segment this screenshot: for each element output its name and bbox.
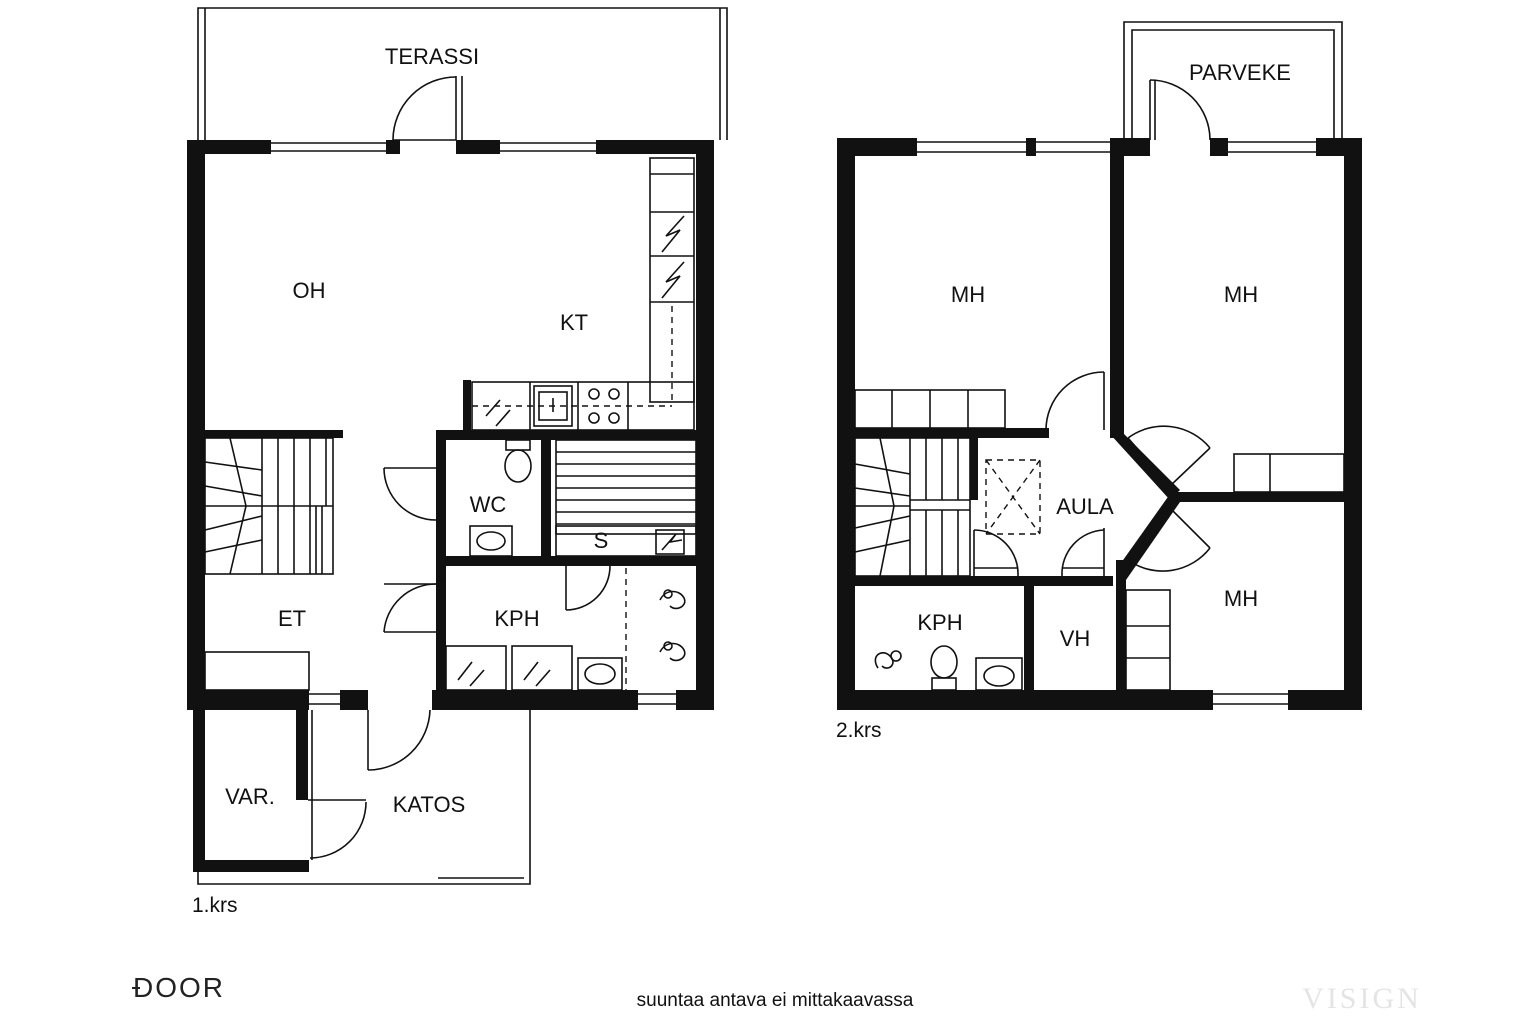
sauna-label: S — [594, 528, 609, 553]
window — [500, 142, 596, 152]
shower-icon — [659, 641, 686, 662]
floor-2-plan: PARVEKE MH MH MH AULA KPH VH 2.krs — [836, 21, 1362, 742]
closet-label: VH — [1060, 626, 1091, 651]
window — [309, 693, 340, 705]
kitchen-label: KT — [560, 310, 588, 335]
wardrobe — [854, 389, 1006, 429]
bedroom-door — [1127, 507, 1211, 572]
terrace-door — [392, 76, 463, 141]
kitchen-counter — [463, 380, 695, 432]
main-entry-door — [367, 709, 431, 771]
balcony-outline — [1123, 21, 1343, 140]
bathroom-entry-door — [383, 579, 446, 633]
canopy-label: KATOS — [393, 792, 466, 817]
washbasin-icon — [469, 525, 513, 557]
bedroom-door — [1127, 425, 1211, 487]
sauna-stove-icon — [655, 529, 685, 555]
sauna-bench — [555, 439, 697, 557]
window — [1213, 693, 1288, 705]
washbasin-icon — [975, 657, 1023, 691]
bathroom-door — [565, 565, 611, 611]
bathroom-label: KPH — [917, 610, 962, 635]
storage-door — [308, 799, 367, 859]
bedroom-lower-label: MH — [1224, 586, 1258, 611]
balcony-door — [1149, 79, 1211, 141]
dishwasher-icon — [485, 399, 511, 427]
toilet-icon — [930, 645, 958, 691]
bedroom-right-label: MH — [1224, 282, 1258, 307]
balcony-label: PARVEKE — [1189, 60, 1291, 85]
stove-icon — [588, 388, 620, 424]
washing-machine-icon — [445, 645, 573, 691]
closet-door — [1061, 528, 1105, 577]
sink-icon — [533, 385, 573, 427]
entrance-label: ET — [278, 606, 306, 631]
wc-door — [383, 467, 437, 521]
shower-icon — [659, 589, 686, 610]
watermark: VISIGN — [1302, 982, 1422, 1015]
bedroom-left-label: MH — [951, 282, 985, 307]
staircase — [854, 437, 971, 577]
floor-1-title: 1.krs — [192, 894, 238, 917]
window — [1036, 141, 1110, 153]
window — [271, 142, 386, 152]
attic-hatch-icon — [985, 459, 1041, 535]
bathroom-label: KPH — [494, 606, 539, 631]
hall-label: AULA — [1056, 494, 1114, 519]
bathroom-door — [973, 529, 1019, 577]
floor-1-plan: TERASSI OH KT ET WC S KPH VAR. KATOS 1.k… — [187, 7, 728, 917]
bedroom-door — [1045, 371, 1105, 431]
window — [917, 141, 1026, 153]
closet — [204, 651, 310, 691]
window — [1228, 141, 1316, 153]
floor-2-title: 2.krs — [836, 719, 882, 742]
scale-disclaimer: suuntaa antava ei mittakaavassa — [637, 990, 914, 1011]
window — [638, 693, 676, 705]
terrace-outline — [197, 7, 728, 140]
living-room-label: OH — [293, 278, 326, 303]
logo-text: DOOR — [133, 972, 225, 1003]
logo: DOOR — [132, 972, 225, 1003]
wardrobe — [1125, 589, 1171, 691]
staircase — [204, 437, 334, 575]
wardrobe — [1233, 453, 1345, 493]
terrace-label: TERASSI — [385, 44, 479, 69]
storage-label: VAR. — [225, 784, 275, 809]
toilet-label: WC — [470, 492, 507, 517]
appliance-symbol — [661, 215, 685, 253]
toilet-icon — [504, 439, 532, 483]
appliance-symbol — [661, 261, 685, 299]
shower-icon — [874, 650, 902, 669]
kitchen-counter — [649, 157, 695, 404]
washbasin-icon — [577, 657, 623, 691]
